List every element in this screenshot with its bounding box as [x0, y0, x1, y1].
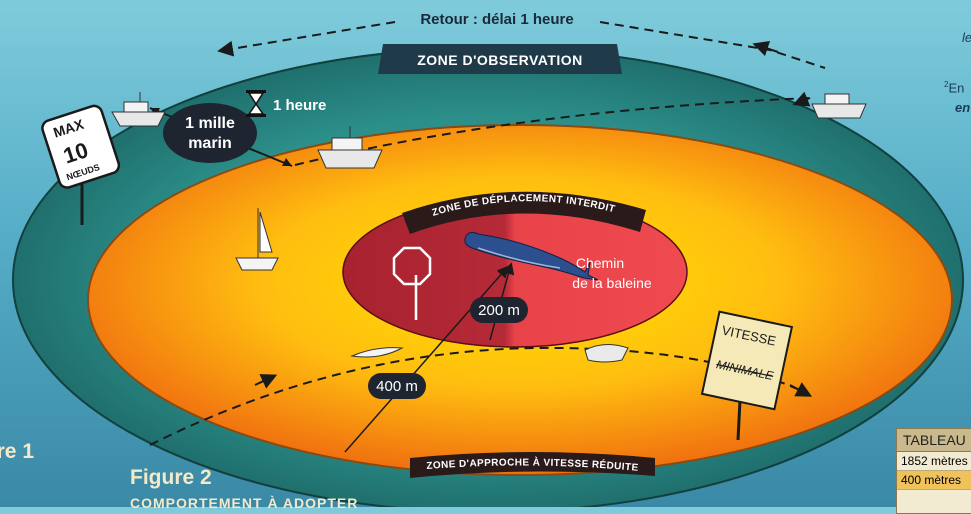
boat-icon-right — [811, 93, 867, 119]
table-row: 400 mètres — [897, 471, 971, 490]
whale-icon — [464, 231, 599, 281]
side-note-2-sup: 2 — [944, 80, 949, 89]
side-note-1: le — [962, 30, 971, 45]
hourglass-icon — [246, 90, 266, 117]
hourglass-label: 1 heure — [273, 97, 326, 114]
distance-400-label: 400 m — [376, 378, 418, 395]
boat-icon-upper-left — [111, 92, 166, 127]
figure-title: COMPORTEMENT À ADOPTER — [130, 495, 359, 511]
kayak-icon — [350, 347, 404, 358]
whale-belly — [477, 247, 561, 269]
upper-path-arrow — [792, 91, 811, 107]
distance-200-label: 200 m — [478, 302, 520, 319]
return-path-right-arrow — [752, 40, 779, 57]
side-note-2: 2En — [944, 80, 964, 95]
side-note-3: en — [955, 100, 971, 115]
distance-table: TABLEAU 1852 mètres 400 mètres — [896, 428, 971, 514]
no-entry-sign-icon — [392, 246, 432, 320]
whale-path-label-line1: Chemin — [576, 255, 624, 271]
minimum-speed-sign-icon — [700, 310, 794, 441]
figure-1-caption: Figure 1 — [0, 440, 34, 463]
boat-icon-center — [317, 126, 383, 169]
table-header: TABLEAU — [897, 429, 971, 452]
sailboat-icon — [235, 208, 279, 271]
distance-200-badge — [470, 297, 528, 323]
lower-path-arrow-left — [254, 374, 278, 389]
distance-mile-line2: marin — [188, 135, 232, 152]
speed-limit-sign-icon — [41, 104, 121, 225]
observation-zone-label: ZONE D'OBSERVATION — [417, 52, 583, 68]
table-row: 1852 mètres — [897, 452, 971, 471]
distance-400-badge — [368, 373, 426, 399]
distance-mile-badge — [163, 103, 257, 163]
return-label: Retour : délai 1 heure — [420, 11, 573, 28]
distance-mile-arrow-right — [282, 158, 292, 166]
lower-path-arrow-right — [789, 382, 813, 397]
approach-banner — [410, 452, 655, 478]
distance-mile-line1: 1 mille — [185, 115, 235, 132]
figure-number: Figure 2 — [130, 466, 212, 489]
dinghy-icon — [584, 344, 629, 363]
forbidden-banner — [402, 191, 646, 234]
observation-banner — [378, 44, 622, 74]
side-note-2-text: En — [948, 80, 965, 96]
whale-path-label-line2: de la baleine — [572, 275, 652, 291]
return-path-left — [217, 21, 396, 57]
